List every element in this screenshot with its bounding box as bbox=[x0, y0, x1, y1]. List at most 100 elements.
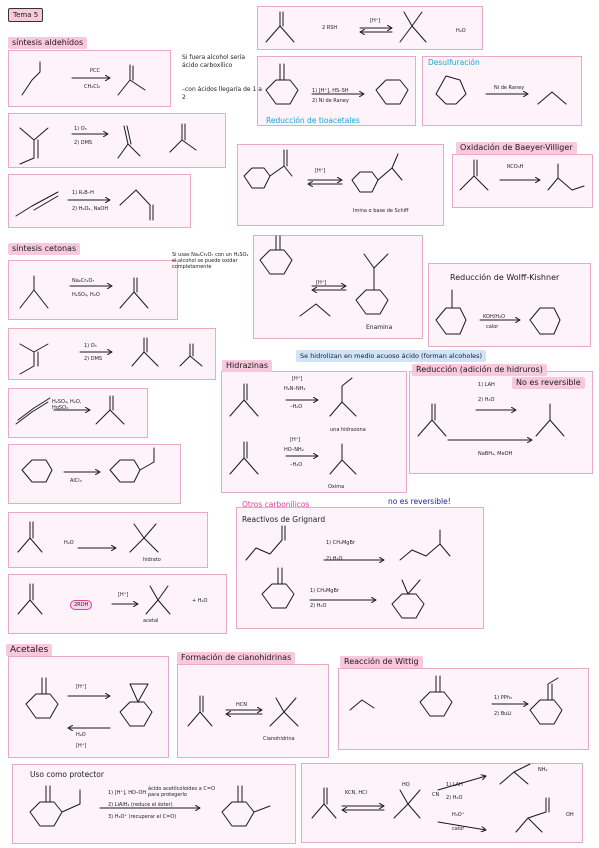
cyclic-acetal bbox=[119, 683, 153, 727]
amino-alcohol bbox=[499, 763, 531, 785]
box-hydroboration bbox=[8, 174, 191, 228]
label-hidrato: hidrato bbox=[143, 557, 161, 563]
alkyne-hydration bbox=[15, 397, 51, 425]
label-oh: OH bbox=[566, 812, 574, 818]
box-cyanohydrin bbox=[177, 664, 329, 758]
alkyne-structure bbox=[15, 191, 59, 217]
reagent-rsh: 2 RSH bbox=[322, 25, 338, 31]
page-tag: Tema 5 bbox=[8, 8, 44, 22]
reagent-alcl3: AlCl₃ bbox=[70, 478, 82, 484]
alkene-structure bbox=[19, 127, 49, 165]
aldehyde-product-c bbox=[119, 189, 154, 221]
reagent-h-hydrazone: [H⁺] bbox=[292, 376, 303, 382]
alkene-tetra bbox=[19, 343, 49, 375]
heading-no-reversible: No es reversible bbox=[512, 377, 585, 389]
label-hidrazona: una hidrazona bbox=[330, 427, 366, 433]
grignard-product-b bbox=[391, 579, 425, 619]
reagent-h-thio: [H⁺] bbox=[370, 18, 381, 24]
acylbenzene bbox=[109, 447, 155, 483]
box-ozonolysis-aldehyde bbox=[8, 113, 226, 168]
wittig-product bbox=[529, 677, 563, 725]
hydrazone-wk bbox=[435, 289, 467, 335]
reagent-lah: 1) LAH bbox=[478, 382, 495, 388]
reagent-protect-2: 2) LiAlH₄ (reduce el éster) bbox=[108, 802, 173, 808]
hydroxy-acid bbox=[515, 797, 550, 833]
reagent-hcn: HCN bbox=[236, 702, 247, 708]
heading-protector: Uso como protector bbox=[30, 770, 104, 779]
benzaldehyde bbox=[243, 149, 293, 189]
reagent-h-acetal: [H⁺] bbox=[118, 592, 129, 598]
heading-wittig: Reacción de Wittig bbox=[340, 656, 423, 668]
imine-product bbox=[351, 153, 403, 193]
reagent-rco3h: RCO₃H bbox=[507, 164, 524, 170]
box-imine bbox=[237, 144, 444, 226]
ketone-hydrazone bbox=[229, 383, 259, 417]
label-cn: CN bbox=[432, 792, 440, 798]
label-nh2: NH₂ bbox=[538, 767, 548, 773]
heading-carbonilos: Otros carbonílicos bbox=[242, 500, 310, 509]
heading-hidrazinas: Hidrazinas bbox=[222, 360, 273, 372]
cyclohexane bbox=[375, 79, 409, 105]
keto-ester bbox=[29, 785, 81, 827]
alkyl-bromide bbox=[349, 699, 375, 711]
reagent-h2o-acetales: H₂O bbox=[76, 732, 86, 738]
alkane-product bbox=[537, 91, 567, 105]
heading-cianohidrinas: Formación de cianohidrinas bbox=[177, 652, 296, 664]
heading-reduccion-tioacetales: Reducción de tioacetales bbox=[266, 116, 360, 125]
reagent-calor-cn: calor bbox=[452, 826, 465, 832]
cyclohexanone-grignard bbox=[261, 567, 295, 609]
reagent-grig-1b: 1) CH₃MgBr bbox=[310, 588, 339, 594]
reagent-raney1: 1) [H⁺], HS–SH bbox=[312, 88, 349, 94]
reagent-pcc: PCC bbox=[90, 68, 100, 74]
heading-baeyer: Oxidación de Baeyer-Villiger bbox=[456, 142, 577, 154]
oxime-product bbox=[329, 443, 357, 475]
reagent-dms-a: 2) DMS bbox=[74, 140, 93, 146]
arrow-lah-cn bbox=[437, 776, 487, 791]
reagent-h-oxime: [H⁺] bbox=[290, 437, 301, 443]
reagent-h-acetales-2: [H⁺] bbox=[76, 743, 87, 749]
cyanohydrin-2 bbox=[393, 789, 421, 819]
label-enamina: Enamina bbox=[366, 324, 393, 331]
heading-acetales: Acetales bbox=[6, 644, 53, 656]
reagent-h2o-cn: 2) H₂O bbox=[446, 795, 463, 801]
label-cianohidrina: Cianohidrina bbox=[263, 736, 295, 742]
cyclohexanone-a bbox=[265, 63, 299, 105]
acetone-hydrate bbox=[17, 521, 43, 553]
ketone-reduction bbox=[417, 403, 447, 437]
ketone-bv bbox=[459, 159, 489, 191]
box-hydrazine bbox=[221, 371, 407, 493]
box-baeyer bbox=[452, 154, 593, 208]
reagent-raney2: 2) Ni de Raney bbox=[312, 98, 349, 104]
ketone-oxime bbox=[229, 441, 259, 475]
box-ketone-oxidation bbox=[8, 260, 178, 320]
reagent-h-enamine: [H⁺] bbox=[316, 280, 327, 286]
heading-wolff: Reducción de Wolff-Kishner bbox=[450, 273, 560, 282]
label-acetal: acetal bbox=[143, 618, 159, 624]
reagent-protect-1: 1) [H⁺], HO–OH bbox=[108, 790, 147, 796]
reagent-grig-1a: 1) CH₃MgBr bbox=[326, 540, 355, 546]
reagent-2roh: 2ROH bbox=[70, 600, 93, 610]
box-cyanohydrin-reactions bbox=[301, 763, 583, 843]
reagent-hgso4: H₂SO₄, H₂O, HgSO₄ bbox=[52, 399, 82, 411]
reagent-h-acetales: [H⁺] bbox=[76, 684, 87, 690]
cyanohydrin-product bbox=[269, 697, 299, 727]
reagent-kcn: KCN, HCl bbox=[345, 790, 368, 796]
reagent-r2bh: 1) R₂B–H bbox=[72, 190, 94, 196]
reagent-minus-h2o-b: –H₂O bbox=[290, 462, 303, 468]
note-protector: ácido acetilcoloides a C=O para proteger… bbox=[148, 786, 216, 798]
dithiane bbox=[435, 75, 467, 105]
note-pcc: Si fuera alcohol sería ácido carboxílico bbox=[182, 54, 246, 69]
grignard-product-a bbox=[399, 529, 451, 561]
hydrate-product bbox=[129, 523, 159, 553]
heading-no-reversible-2: no es reversible! bbox=[388, 497, 451, 506]
thioacetal-product bbox=[399, 11, 427, 43]
box-friedel bbox=[8, 444, 181, 504]
heading-aldehidos: síntesis aldehídos bbox=[8, 37, 88, 49]
acetone-cn bbox=[187, 695, 213, 727]
heading-grignard: Reactivos de Grignard bbox=[242, 515, 326, 524]
reagent-calor: calor bbox=[486, 324, 499, 330]
hydrazone-product bbox=[329, 377, 357, 417]
reagent-h2so4: H₂SO₄, H₂O bbox=[72, 292, 100, 298]
secondary-amine bbox=[299, 303, 331, 317]
reagent-h-imine: [H⁺] bbox=[315, 168, 326, 174]
